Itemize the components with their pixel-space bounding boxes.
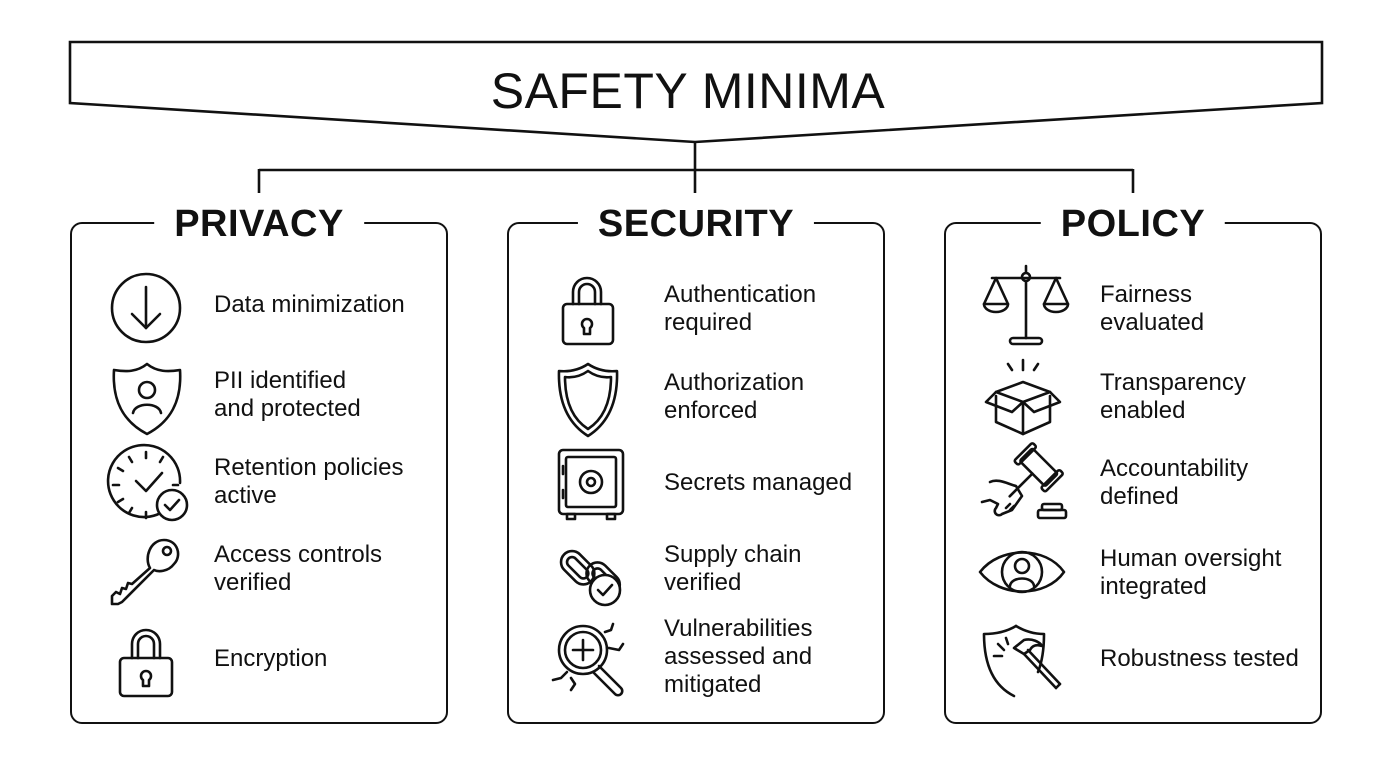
item-label: Retention policies active bbox=[214, 454, 404, 509]
title-banner bbox=[68, 40, 1324, 144]
list-item: Authentication required bbox=[509, 274, 883, 346]
list-item: Access controls verified bbox=[72, 534, 446, 606]
panel-policy: POLICY Fairness evaluated Transparency e… bbox=[944, 198, 1322, 724]
shield-user-icon bbox=[102, 360, 192, 438]
list-item: Retention policies active bbox=[72, 443, 446, 522]
padlock-icon bbox=[102, 624, 192, 702]
list-item: Data minimization bbox=[72, 270, 446, 344]
chain-link-check-icon bbox=[549, 534, 639, 612]
item-label: Robustness tested bbox=[1100, 645, 1299, 672]
clock-check-icon bbox=[102, 443, 192, 525]
panel-privacy: PRIVACY Data minimization PII identified… bbox=[70, 198, 448, 724]
list-item: Authorization enforced bbox=[509, 362, 883, 438]
shield-icon bbox=[549, 362, 639, 440]
list-item: Accountability defined bbox=[946, 442, 1320, 520]
panel-security: SECURITY Authentication required Authori… bbox=[507, 198, 885, 724]
panel-title: PRIVACY bbox=[154, 198, 364, 250]
item-label: Authorization enforced bbox=[664, 369, 805, 424]
list-item: Fairness evaluated bbox=[946, 264, 1320, 346]
scales-icon bbox=[976, 264, 1070, 352]
list-item: Human oversight integrated bbox=[946, 538, 1320, 608]
shield-hammer-icon bbox=[976, 624, 1066, 702]
item-label: Vulnerabilities assessed and mitigated bbox=[664, 615, 813, 698]
eye-person-icon bbox=[976, 538, 1066, 616]
list-item: Encryption bbox=[72, 624, 446, 698]
item-label: Fairness evaluated bbox=[1100, 281, 1205, 336]
safe-icon bbox=[549, 448, 639, 526]
item-label: Human oversight integrated bbox=[1100, 545, 1282, 600]
item-label: Data minimization bbox=[214, 291, 405, 318]
diagram-title: SAFETY MINIMA bbox=[490, 63, 886, 119]
item-label: Supply chain verified bbox=[664, 541, 802, 596]
key-icon bbox=[102, 534, 192, 612]
list-item: PII identified and protected bbox=[72, 360, 446, 436]
list-item: Secrets managed bbox=[509, 448, 883, 521]
list-item: Vulnerabilities assessed and mitigated bbox=[509, 615, 883, 698]
download-arrow-circle-icon bbox=[102, 270, 192, 348]
item-label: Authentication required bbox=[664, 281, 817, 336]
item-label: Transparency enabled bbox=[1100, 369, 1246, 424]
panel-title: SECURITY bbox=[577, 198, 815, 250]
open-box-icon bbox=[976, 358, 1066, 440]
list-item: Robustness tested bbox=[946, 624, 1320, 698]
item-label: Accountability defined bbox=[1100, 455, 1249, 510]
item-label: Encryption bbox=[214, 645, 328, 672]
panel-title: POLICY bbox=[1040, 198, 1226, 250]
magnifier-crack-icon bbox=[549, 622, 639, 700]
list-item: Supply chain verified bbox=[509, 534, 883, 607]
item-label: Secrets managed bbox=[664, 469, 853, 496]
gavel-hand-icon bbox=[976, 442, 1068, 526]
list-item: Transparency enabled bbox=[946, 358, 1320, 436]
item-label: PII identified and protected bbox=[214, 367, 361, 422]
item-label: Access controls verified bbox=[214, 541, 383, 596]
padlock-icon bbox=[549, 274, 639, 352]
